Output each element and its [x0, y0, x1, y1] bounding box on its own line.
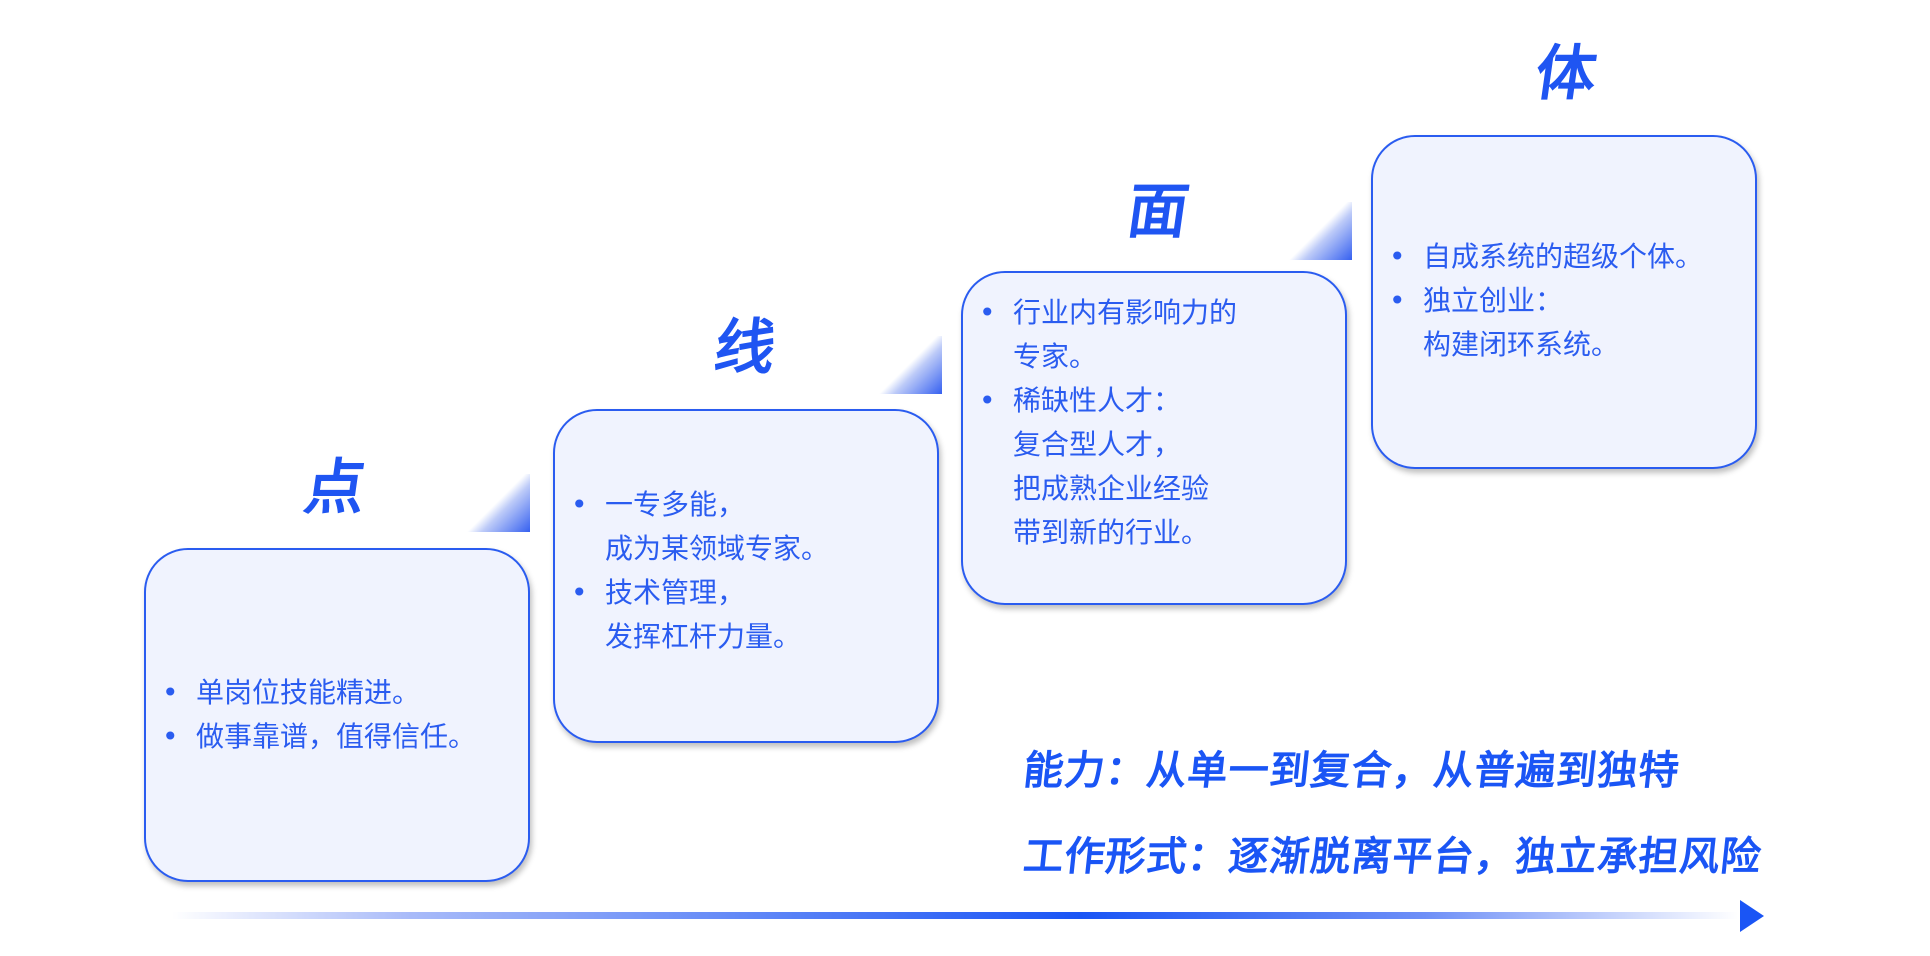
- bullet-text: 做事靠谱，值得信任。: [196, 720, 477, 753]
- bullet-text: 成为某领域专家。: [605, 532, 830, 565]
- bullet-text: 构建闭环系统。: [1423, 328, 1620, 361]
- bullet-text: 把成熟企业经验: [1013, 472, 1210, 505]
- stage-card-line: 一专多能， 成为某领域专家。 技术管理， 发挥杠杆力量。: [553, 409, 939, 743]
- stage-title-surface: 面: [1123, 177, 1193, 247]
- bullet-text: 自成系统的超级个体。: [1423, 240, 1704, 273]
- bullet-item: 一专多能， 成为某领域专家。: [569, 483, 927, 571]
- progress-axis-line: [172, 912, 1738, 919]
- bullet-text: 独立创业：: [1423, 284, 1564, 317]
- stage-card-body: 自成系统的超级个体。 独立创业： 构建闭环系统。: [1371, 135, 1757, 469]
- stage-title-point: 点: [300, 453, 370, 523]
- step-ramp: [874, 336, 942, 394]
- bullet-text: 一专多能，: [605, 488, 746, 521]
- stage-title-body: 体: [1531, 39, 1601, 109]
- bullet-text: 技术管理，: [605, 576, 746, 609]
- bullet-text: 带到新的行业。: [1013, 516, 1210, 549]
- step-ramp: [462, 474, 530, 532]
- bullet-item: 做事靠谱，值得信任。: [160, 715, 518, 759]
- bullet-item: 单岗位技能精进。: [160, 671, 518, 715]
- step-ramp: [1284, 202, 1352, 260]
- summary-work-form: 工作形式：逐渐脱离平台，独立承担风险: [1021, 834, 1764, 880]
- arrow-right-icon: [1740, 900, 1764, 932]
- bullet-item: 独立创业： 构建闭环系统。: [1387, 279, 1745, 367]
- stage-title-line: 线: [710, 313, 780, 383]
- summary-ability: 能力：从单一到复合，从普遍到独特: [1021, 748, 1682, 794]
- bullet-text: 专家。: [1013, 340, 1098, 373]
- bullet-item: 自成系统的超级个体。: [1387, 235, 1745, 279]
- bullet-text: 单岗位技能精进。: [196, 676, 421, 709]
- bullet-text: 复合型人才，: [1013, 428, 1182, 461]
- bullet-item: 技术管理， 发挥杠杆力量。: [569, 571, 927, 659]
- stage-card-point: 单岗位技能精进。 做事靠谱，值得信任。: [144, 548, 530, 882]
- bullet-text: 发挥杠杆力量。: [605, 620, 802, 653]
- bullet-text: 行业内有影响力的: [1013, 296, 1238, 329]
- bullet-text: 稀缺性人才：: [1013, 384, 1182, 417]
